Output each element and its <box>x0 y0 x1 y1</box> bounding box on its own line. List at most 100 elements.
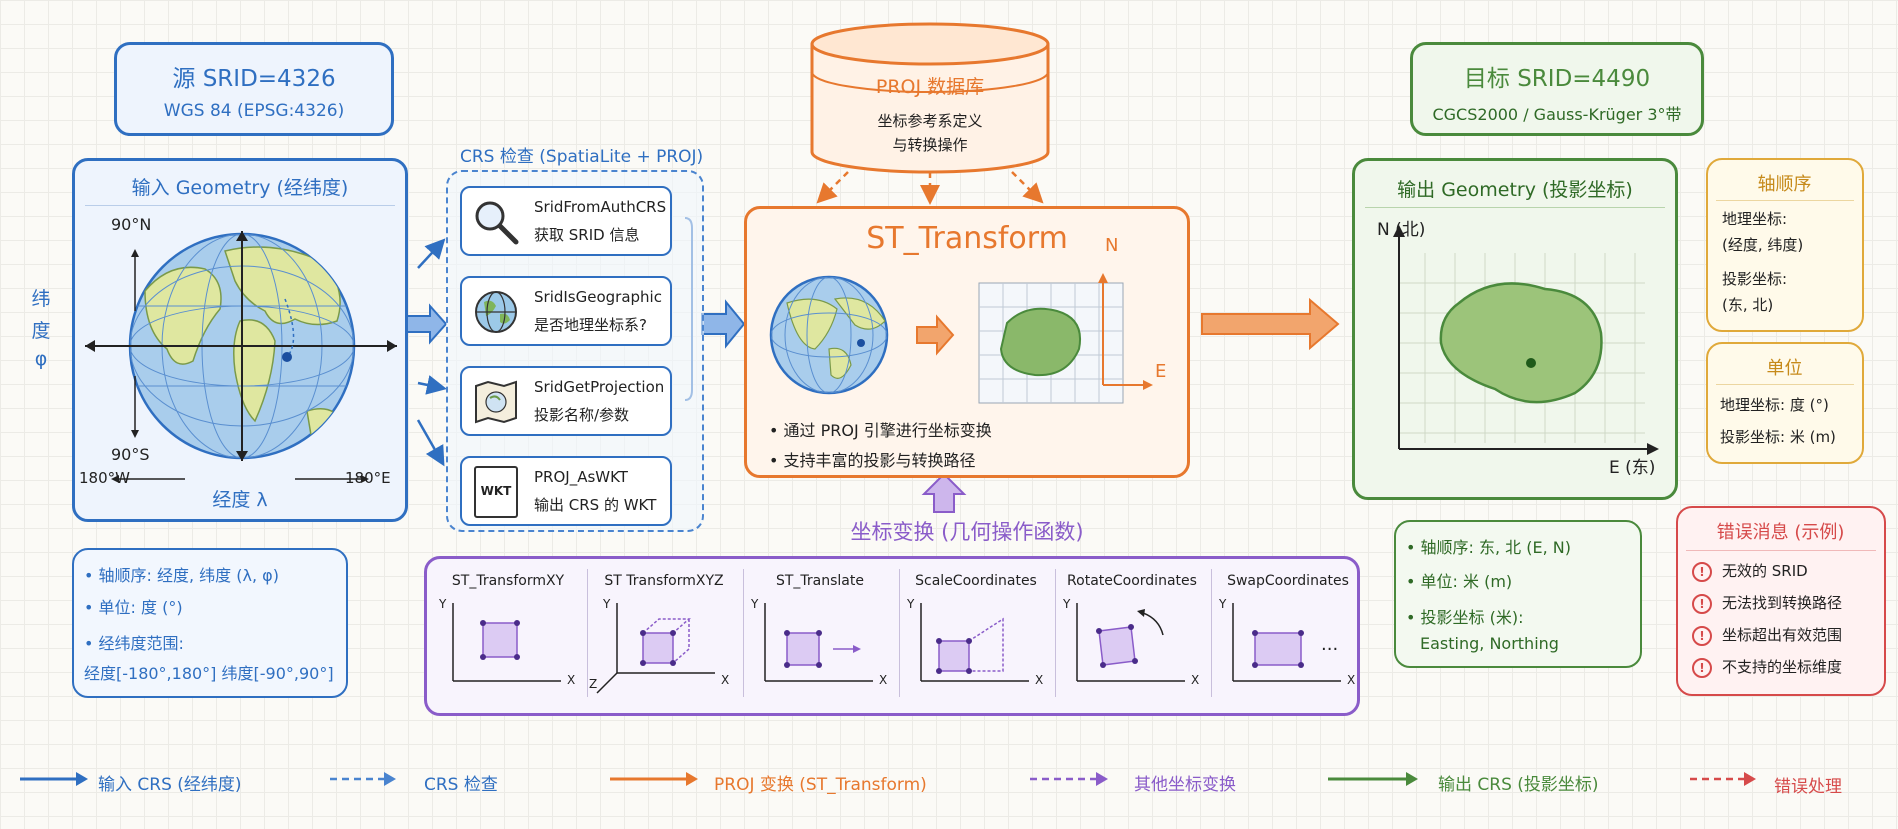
proj-database-line2: 与转换操作 <box>892 136 968 154</box>
latitude-axis-label-2: 度 <box>31 320 51 342</box>
axis-x: X <box>879 673 888 687</box>
units-geo: 地理坐标: 度 (°) <box>1720 396 1829 414</box>
fn-name: ST TransformXYZ <box>604 573 724 589</box>
crs-fn-name: SridIsGeographic <box>534 288 662 306</box>
axis-y: Y <box>751 597 759 611</box>
axis-order-title: 轴顺序 <box>1757 174 1812 195</box>
crs-check-panel: SridFromAuthCRS 获取 SRID 信息 SridIsGeograp… <box>446 170 704 532</box>
fn-illustration <box>764 603 873 682</box>
fn-scale-coordinates[interactable]: ScaleCoordinates Y X <box>899 567 1053 703</box>
units-proj: 投影坐标: 米 (m) <box>1720 428 1836 446</box>
crs-card-srid-from-auth[interactable]: SridFromAuthCRS 获取 SRID 信息 <box>460 186 672 256</box>
input-unit-note: • 单位: 度 (°) <box>84 598 183 617</box>
fn-name: ST_TransformXY <box>451 573 565 589</box>
fn-st-translate[interactable]: ST_Translate Y X <box>743 567 897 703</box>
error-messages-title: 错误消息 (示例) <box>1716 522 1845 543</box>
lon-180e-label: 180°E <box>345 469 391 487</box>
axis-x: X <box>567 673 576 687</box>
crs-fn-desc: 投影名称/参数 <box>534 406 630 424</box>
output-unit-note: • 单位: 米 (m) <box>1406 572 1513 591</box>
latitude-axis-label-1: 纬 <box>31 288 51 310</box>
legend-output-crs: 输出 CRS (投影坐标) <box>1438 775 1599 795</box>
source-srid-title: 源 SRID=4326 <box>172 66 336 92</box>
transform-illustration <box>769 273 1153 404</box>
error-icon: ! <box>1692 625 1712 646</box>
crs-check-title: CRS 检查 (SpatiaLite + PROJ) <box>460 147 704 167</box>
units-box: 单位 地理坐标: 度 (°) 投影坐标: 米 (m) <box>1706 342 1864 464</box>
legend-proj-transform: PROJ 变换 (ST_Transform) <box>714 775 927 795</box>
fn-illustration <box>1076 603 1185 682</box>
transform-bullet-2: • 支持丰富的投影与转换路径 <box>769 451 976 470</box>
crs-fn-desc: 是否地理坐标系? <box>534 316 647 334</box>
fn-name: ST_Translate <box>775 573 864 589</box>
error-item: ! 不支持的坐标维度 <box>1692 656 1842 678</box>
output-easting-northing: Easting, Northing <box>1420 634 1559 653</box>
fn-illustration <box>920 603 1029 682</box>
fn-st-transform-xy[interactable]: ST_TransformXY Y X <box>431 567 585 703</box>
error-messages-box: 错误消息 (示例) !无效的 SRID !无法找到转换路径 !坐标超出有效范围 … <box>1676 506 1886 696</box>
globe-icon <box>475 291 517 333</box>
crs-fn-name: PROJ_AsWKT <box>534 468 628 486</box>
fn-st-transform-xyz[interactable]: ST TransformXYZ Y Z X <box>587 567 741 703</box>
error-icon: ! <box>1692 561 1712 582</box>
lat-90s-label: 90°S <box>111 445 150 464</box>
crs-card-srid-is-geographic[interactable]: SridIsGeographic 是否地理坐标系? <box>460 276 672 346</box>
axis-y: Y <box>439 597 447 611</box>
crs-fn-name: SridGetProjection <box>534 378 665 396</box>
projected-plane-illustration <box>1393 225 1659 455</box>
input-geometry-panel: 输入 Geometry (经纬度) 9 <box>72 158 408 522</box>
axis-order-geo-label: 地理坐标: <box>1722 210 1788 228</box>
axis-y: Y <box>907 597 915 611</box>
axis-order-proj-value: (东, 北) <box>1722 296 1774 314</box>
proj-database-cylinder <box>810 22 1050 174</box>
source-crs-name: WGS 84 (EPSG:4326) <box>163 101 345 121</box>
output-geometry-title: 输出 Geometry (投影坐标) <box>1397 179 1633 201</box>
crs-card-srid-get-projection[interactable]: SridGetProjection 投影名称/参数 <box>460 366 672 436</box>
fn-illustration <box>1232 603 1341 682</box>
magnifier-icon <box>475 201 519 245</box>
error-text: 不支持的坐标维度 <box>1722 658 1843 676</box>
axis-y: Y <box>603 597 611 611</box>
fn-rotate-coordinates[interactable]: RotateCoordinates Y X <box>1055 567 1209 703</box>
axis-x: X <box>1035 673 1044 687</box>
fn-illustration <box>596 603 715 694</box>
input-notes-box: • 轴顺序: 经度, 纬度 (λ, φ) • 单位: 度 (°) • 经纬度范围… <box>72 548 348 698</box>
fn-name: ScaleCoordinates <box>915 573 1037 589</box>
fn-swap-coordinates[interactable]: SwapCoordinates Y X <box>1211 567 1365 703</box>
st-transform-title: ST_Transform <box>866 221 1068 256</box>
input-range-values: 经度[-180°,180°] 纬度[-90°,90°] <box>84 664 334 683</box>
axis-y: Y <box>1219 597 1227 611</box>
axis-x: X <box>1191 673 1200 687</box>
output-projected-note: • 投影坐标 (米): <box>1406 608 1524 627</box>
error-text: 坐标超出有效范围 <box>1722 626 1843 644</box>
axis-order-geo-value: (经度, 纬度) <box>1722 236 1804 254</box>
fn-name: RotateCoordinates <box>1067 573 1197 589</box>
error-text: 无效的 SRID <box>1722 562 1808 580</box>
output-notes-box: • 轴顺序: 东, 北 (E, N) • 单位: 米 (m) • 投影坐标 (米… <box>1394 520 1642 668</box>
input-geometry-title: 输入 Geometry (经纬度) <box>131 177 349 199</box>
coord-ops-panel: ST_TransformXY Y X ST TransformXYZ Y Z X… <box>424 556 1360 716</box>
error-text: 无法找到转换路径 <box>1722 594 1843 612</box>
error-item: ! 坐标超出有效范围 <box>1692 624 1842 646</box>
error-icon: ! <box>1692 593 1712 614</box>
target-srid-box: 目标 SRID=4490 CGCS2000 / Gauss-Krüger 3°带 <box>1410 42 1704 136</box>
error-item: ! 无法找到转换路径 <box>1692 592 1842 614</box>
axis-order-box: 轴顺序 地理坐标: (经度, 纬度) 投影坐标: (东, 北) <box>1706 158 1864 332</box>
legend-input-crs: 输入 CRS (经纬度) <box>98 775 242 795</box>
source-srid-box: 源 SRID=4326 WGS 84 (EPSG:4326) <box>114 42 394 136</box>
error-icon: ! <box>1692 657 1712 678</box>
proj-database-title: PROJ 数据库 <box>875 76 985 98</box>
axis-z: Z <box>589 677 598 691</box>
input-axis-order-note: • 轴顺序: 经度, 纬度 (λ, φ) <box>84 566 279 585</box>
latitude-axis-label-3: φ <box>34 348 48 370</box>
crs-fn-desc: 输出 CRS 的 WKT <box>534 496 657 514</box>
lat-90n-label: 90°N <box>111 215 152 234</box>
wkt-badge: WKT <box>480 484 512 498</box>
output-geometry-panel: 输出 Geometry (投影坐标) N (北) E (东) <box>1352 158 1678 500</box>
legend-other-transforms: 其他坐标变换 <box>1134 775 1236 795</box>
crs-card-proj-as-wkt[interactable]: WKT PROJ_AsWKT 输出 CRS 的 WKT <box>460 456 672 526</box>
axis-x: X <box>1347 673 1356 687</box>
output-axis-order-note: • 轴顺序: 东, 北 (E, N) <box>1406 538 1571 557</box>
target-srid-title: 目标 SRID=4490 <box>1463 66 1651 92</box>
axis-x: X <box>721 673 730 687</box>
